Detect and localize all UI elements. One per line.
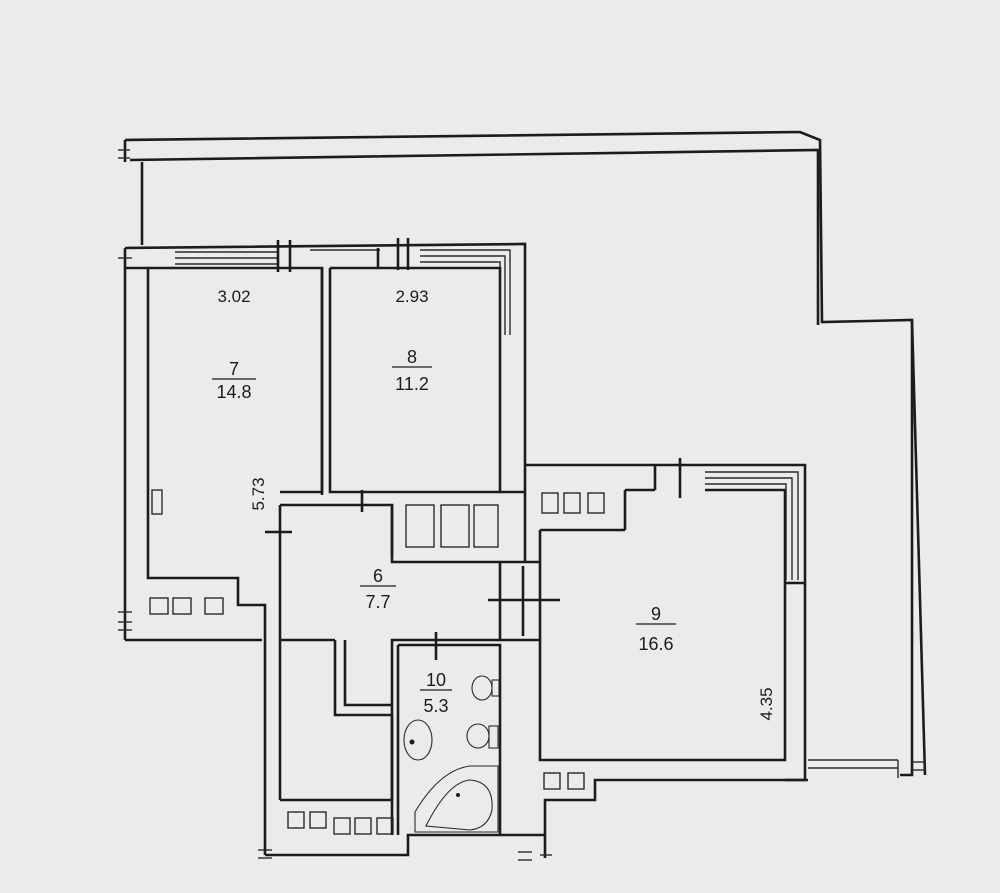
room-8-label: 8 11.2 bbox=[392, 347, 432, 394]
sink-icon bbox=[403, 719, 433, 761]
balcony-outline bbox=[118, 130, 927, 778]
room-10-label: 10 5.3 bbox=[420, 670, 452, 716]
room-number: 8 bbox=[407, 347, 417, 367]
room-area: 16.6 bbox=[638, 634, 673, 654]
room-number: 7 bbox=[229, 359, 239, 379]
room-7-label: 7 14.8 bbox=[212, 359, 256, 402]
dimension-room8-width: 2.93 bbox=[395, 287, 428, 306]
dimension-room7-width: 3.02 bbox=[217, 287, 250, 306]
bidet-icon bbox=[471, 675, 500, 701]
room-area: 5.3 bbox=[423, 696, 448, 716]
room-area: 7.7 bbox=[365, 592, 390, 612]
room-9-label: 9 16.6 bbox=[636, 604, 676, 654]
room-area: 14.8 bbox=[216, 382, 251, 402]
room-number: 10 bbox=[426, 670, 446, 690]
ventilation-blocks bbox=[149, 489, 605, 835]
room-number: 6 bbox=[373, 566, 383, 586]
dimension-room9-length: 4.35 bbox=[757, 687, 776, 720]
room-6-label: 6 7.7 bbox=[360, 566, 396, 612]
corner-bathtub-icon bbox=[414, 765, 499, 833]
dimension-room7-length: 5.73 bbox=[249, 477, 268, 510]
room-number: 9 bbox=[651, 604, 661, 624]
interior-walls bbox=[148, 266, 787, 835]
room-area: 11.2 bbox=[395, 374, 429, 394]
toilet-icon bbox=[466, 723, 499, 749]
